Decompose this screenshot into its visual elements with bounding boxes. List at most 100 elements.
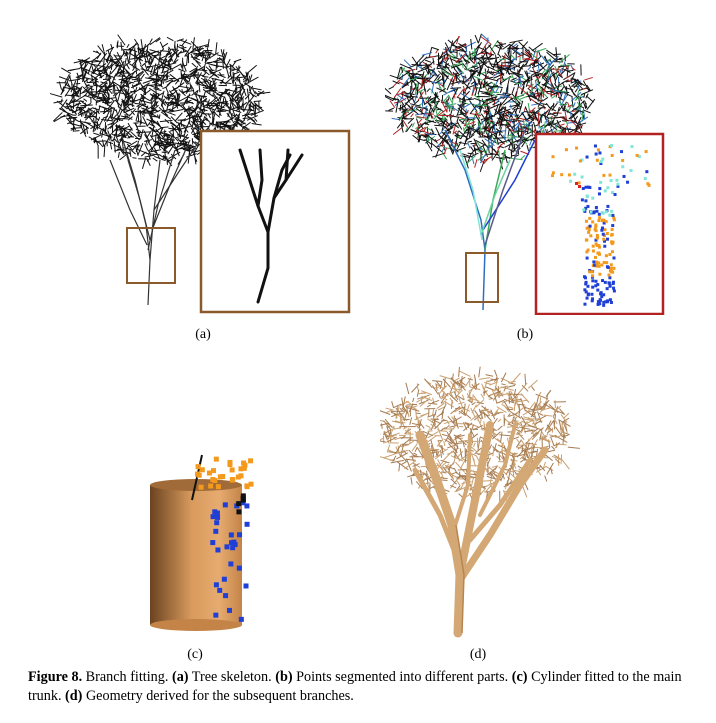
crown-twig (239, 71, 248, 81)
crown-twig (460, 54, 467, 63)
crown-twig (463, 52, 468, 58)
crown-twig (509, 157, 523, 161)
crown-twig (497, 425, 503, 431)
crown-twig (454, 43, 467, 49)
crown-twig (417, 135, 421, 143)
crown-twig (477, 81, 483, 95)
crown-twig (427, 418, 437, 426)
crown-twig (399, 105, 405, 110)
crown-twig (163, 95, 168, 100)
crown-twig (191, 62, 197, 68)
crown-twig (505, 61, 510, 64)
crown-twig (135, 82, 141, 85)
point-marker (605, 232, 609, 235)
point-marker (575, 182, 578, 185)
crown-twig (540, 124, 545, 128)
crown-twig (209, 68, 222, 75)
crown-twig (523, 416, 529, 419)
crown-twig (496, 40, 504, 48)
crown-twig (456, 73, 461, 79)
crown-twig (553, 129, 564, 132)
point-marker (604, 300, 608, 304)
crown-twig (479, 105, 483, 114)
point-marker (605, 265, 609, 269)
crown-twig (454, 385, 456, 394)
crown-twig (402, 119, 408, 128)
crown-twig (486, 76, 494, 80)
point-marker (594, 223, 598, 227)
point-marker (585, 250, 589, 254)
point-marker (604, 220, 608, 224)
crown-twig (524, 49, 533, 58)
point-marker (208, 483, 214, 489)
crown-twig (214, 86, 216, 91)
crown-twig (96, 86, 103, 100)
crown-twig (428, 46, 433, 57)
crown-twig (380, 410, 391, 415)
crown-twig (183, 107, 192, 113)
crown-twig (564, 87, 574, 91)
crown-twig (437, 75, 442, 81)
crown-twig (448, 426, 456, 432)
crown-twig (564, 75, 571, 80)
crown-twig (444, 429, 453, 442)
point-marker (645, 170, 649, 174)
point-marker (591, 285, 595, 289)
crown-twig (496, 63, 505, 76)
inset-marker-box (465, 252, 499, 303)
crown-twig (442, 131, 450, 145)
crown-twig (420, 97, 431, 99)
crown-twig (520, 458, 526, 463)
crown-twig (515, 399, 528, 403)
crown-twig (83, 78, 89, 83)
crown-twig (450, 405, 461, 415)
crown-twig (102, 106, 108, 111)
crown-twig (244, 94, 250, 100)
crown-twig (153, 88, 162, 91)
crown-twig (561, 120, 567, 122)
panel-d-derived-geometry (380, 365, 580, 640)
crown-twig (393, 427, 401, 430)
crown-twig (451, 472, 454, 481)
crown-twig (393, 87, 402, 98)
crown-twig (457, 47, 465, 52)
crown-twig (485, 54, 493, 67)
crown-twig (463, 58, 471, 64)
crown-twig (527, 51, 532, 56)
crown-twig (442, 95, 450, 103)
crown-twig (515, 87, 519, 97)
derived-tree-graphic (380, 366, 580, 638)
point-marker (603, 239, 607, 243)
crown-twig (400, 124, 404, 133)
inset-colored-points (550, 144, 651, 307)
point-marker (248, 458, 254, 464)
crown-twig (550, 124, 558, 131)
crown-twig (162, 65, 166, 72)
crown-twig (386, 444, 391, 453)
crown-twig (431, 385, 439, 395)
crown-twig (174, 112, 183, 122)
crown-twig (147, 84, 160, 90)
crown-twig (412, 463, 420, 467)
crown-twig (399, 407, 404, 412)
crown-twig (467, 399, 473, 404)
point-marker (635, 153, 639, 157)
crown-twig (400, 444, 404, 457)
crown-twig (422, 430, 434, 437)
crown-twig (551, 102, 558, 112)
crown-twig (509, 390, 518, 402)
crown-twig (416, 389, 420, 397)
crown-twig (462, 422, 473, 432)
crown-twig (523, 78, 533, 84)
crown-twig (529, 107, 536, 114)
crown-twig (169, 73, 180, 82)
crown-twig (549, 434, 557, 438)
crown-twig (479, 65, 484, 75)
crown-twig (566, 127, 572, 131)
point-marker (606, 186, 610, 190)
crown-twig (150, 66, 154, 75)
crown-twig (224, 88, 238, 93)
crown-twig (495, 54, 498, 64)
crown-twig (218, 56, 227, 66)
point-marker (593, 144, 597, 148)
